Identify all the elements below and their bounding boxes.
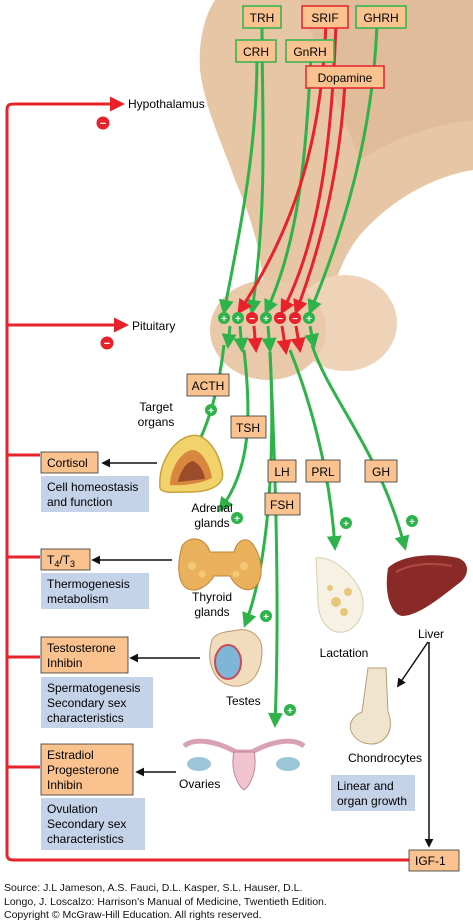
adrenal-label-1: Adrenal: [191, 501, 232, 515]
svg-text:+: +: [306, 314, 312, 325]
svg-text:+: +: [409, 517, 415, 528]
thyroid-label-1: Thyroid: [192, 590, 232, 604]
thyroid-effect-2: metabolism: [47, 592, 108, 606]
fsh-pathway: [267, 351, 283, 728]
testes-effect-1: Spermatogenesis: [47, 681, 140, 695]
ovaries-effect-1: Ovulation: [47, 802, 98, 816]
gh-label: GH: [372, 465, 390, 479]
breast-illustration: [315, 557, 364, 633]
inhibin-ovaries-label: Inhibin: [47, 778, 82, 792]
svg-text:+: +: [235, 314, 241, 325]
hypothalamus-inhibition-symbol: [96, 116, 110, 130]
svg-text:+: +: [263, 314, 269, 325]
svg-text:−: −: [249, 314, 255, 325]
srif-label: SRIF: [311, 11, 338, 25]
crh-tract: [218, 55, 259, 315]
pituitary-inhibition-symbol: [100, 336, 114, 350]
hypothalamus-label: Hypothalamus: [128, 97, 205, 111]
chondrocytes-effect-1: Linear and: [337, 779, 394, 793]
adrenal-effect-1: Cell homeostasis: [47, 480, 138, 494]
liver-label: Liver: [418, 627, 444, 641]
gnrh-label: GnRH: [293, 45, 326, 59]
cortisol-label: Cortisol: [47, 456, 88, 470]
adrenal-gland-illustration: [159, 434, 224, 494]
ovaries-effect-2: Secondary sex: [47, 817, 126, 831]
ovaries-label: Ovaries: [179, 777, 220, 791]
chondrocytes-label: Chondrocytes: [348, 751, 422, 765]
prl-label: PRL: [311, 465, 335, 479]
target-organs-label-2: organs: [138, 415, 175, 429]
igf1-label: IGF-1: [415, 854, 446, 868]
testes-effect-2: Secondary sex: [47, 696, 126, 710]
svg-text:−: −: [292, 314, 298, 325]
bone-illustration: [349, 667, 391, 745]
svg-text:+: +: [221, 314, 227, 325]
target-organs-label-1: Target: [139, 400, 173, 414]
acth-label: ACTH: [192, 379, 225, 393]
svg-text:+: +: [208, 406, 214, 417]
brain-shading: [300, 0, 473, 160]
srif-tract-1: [237, 21, 328, 315]
svg-text:+: +: [263, 612, 269, 623]
testes-illustration: [209, 629, 263, 687]
source-citation: Source: J.L Jameson, A.S. Fauci, D.L. Ka…: [4, 882, 469, 923]
hypothalamic-hormone-boxes: TRH SRIF GHRH CRH GnRH Dopamine: [235, 5, 407, 89]
source-line-3: Copyright © McGraw-Hill Education. All r…: [4, 909, 262, 921]
pituitary-signal-symbols: + + − + − − +: [218, 312, 315, 325]
lh-label: LH: [274, 465, 289, 479]
chondrocytes-effect-2: organ growth: [337, 794, 407, 808]
t4-t3-label: T4/T3: [47, 553, 75, 569]
liver-illustration: [386, 555, 467, 616]
source-line-2: Longo, J. Loscalzo: Harrison's Manual of…: [4, 895, 327, 908]
tsh-pathway: [218, 349, 250, 513]
ovaries-effect-3: characteristics: [47, 832, 124, 846]
svg-text:−: −: [100, 118, 106, 130]
testes-label: Testes: [226, 694, 261, 708]
svg-text:−: −: [277, 314, 283, 325]
testes-effect-3: characteristics: [47, 711, 124, 725]
adrenal-effect-2: and function: [47, 495, 112, 509]
inhibin-testes-label: Inhibin: [47, 656, 82, 670]
progesterone-label: Progesterone: [47, 763, 119, 777]
tsh-label: TSH: [236, 421, 260, 435]
trh-label: TRH: [250, 11, 275, 25]
svg-text:+: +: [287, 706, 293, 717]
svg-text:+: +: [234, 514, 240, 525]
endocrine-axis-diagram: + + − + − − + TRH SRIF GHRH CRH GnRH Dop…: [5, 0, 473, 872]
fsh-label: FSH: [270, 498, 294, 512]
dopamine-label: Dopamine: [318, 71, 373, 85]
estradiol-label: Estradiol: [47, 748, 94, 762]
negative-feedback-loop: [5, 96, 410, 862]
svg-text:+: +: [343, 519, 349, 530]
lactation-label: Lactation: [320, 646, 369, 660]
prl-pathway: [288, 349, 342, 551]
ghrh-label: GHRH: [363, 11, 398, 25]
crh-label: CRH: [243, 45, 269, 59]
pituitary-label: Pituitary: [132, 319, 175, 333]
thyroid-gland-illustration: [178, 538, 262, 591]
dopamine-tract: [293, 82, 347, 315]
thyroid-effect-1: Thermogenesis: [47, 577, 130, 591]
source-line-1: Source: J.L Jameson, A.S. Fauci, D.L. Ka…: [4, 882, 303, 894]
testosterone-label: Testosterone: [47, 641, 116, 655]
thyroid-label-2: glands: [194, 605, 229, 619]
gh-pathway: [310, 344, 410, 551]
adrenal-label-2: glands: [194, 516, 229, 530]
svg-text:−: −: [104, 338, 110, 350]
ovaries-illustration: [182, 738, 306, 791]
